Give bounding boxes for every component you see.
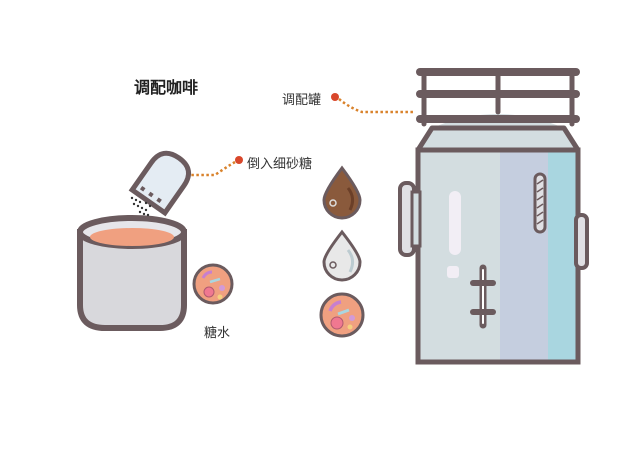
mixing-tank-icon xyxy=(398,68,589,365)
sugar-leader xyxy=(190,156,243,177)
sugar-grains xyxy=(130,196,152,217)
pour-sugar-label: 倒入细砂糖 xyxy=(247,157,313,172)
sugar-shaker-icon xyxy=(128,150,192,217)
tank-label: 调配罐 xyxy=(282,93,322,108)
syrup-ingredient-icon xyxy=(319,292,365,338)
tank-leader xyxy=(331,93,415,114)
diagram-title: 调配咖啡 xyxy=(134,78,199,97)
sugar-water-icon xyxy=(192,263,234,305)
sugar-water-label: 糖水 xyxy=(204,326,231,341)
pot-icon xyxy=(77,215,187,331)
milk-drop-icon xyxy=(322,229,362,282)
coffee-drop-icon xyxy=(322,165,362,220)
